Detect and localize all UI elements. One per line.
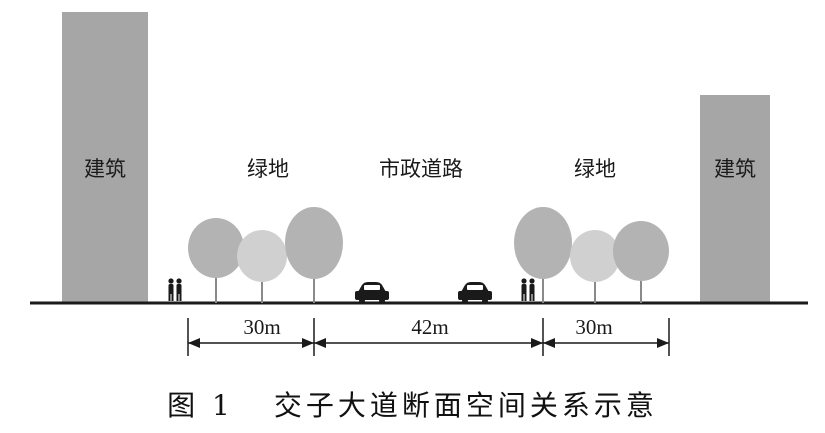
building-left xyxy=(62,12,148,303)
car-icon xyxy=(458,282,492,304)
car-icon xyxy=(355,282,389,304)
tree-group-left xyxy=(188,207,343,303)
tree-group-right xyxy=(514,207,669,303)
dimension-left-label: 30m xyxy=(243,315,280,339)
road-label: 市政道路 xyxy=(379,157,463,181)
pedestrian-icon xyxy=(521,278,535,301)
building-left-label: 建筑 xyxy=(84,157,126,181)
dimension-right-label: 30m xyxy=(575,315,612,339)
green-left-label: 绿地 xyxy=(247,157,289,181)
figure-caption: 图 1 交子大道断面空间关系示意 xyxy=(0,384,825,424)
tree xyxy=(613,221,669,281)
pedestrian-icon xyxy=(168,278,182,301)
building-right-label: 建筑 xyxy=(714,157,756,181)
building-right xyxy=(700,95,770,303)
tree xyxy=(188,218,244,278)
green-right-label: 绿地 xyxy=(574,157,616,181)
tree xyxy=(570,230,620,282)
tree xyxy=(285,207,343,279)
figure-title: 交子大道断面空间关系示意 xyxy=(273,389,658,422)
cross-section-diagram: 建筑 绿地 市政道路 绿地 建筑 xyxy=(30,12,808,356)
figure-number: 图 1 xyxy=(167,389,234,422)
dimension-middle-label: 42m xyxy=(411,315,448,339)
dimension-lines xyxy=(187,318,670,356)
tree xyxy=(237,230,287,282)
dimension-arrows xyxy=(188,338,669,348)
tree xyxy=(514,207,572,279)
